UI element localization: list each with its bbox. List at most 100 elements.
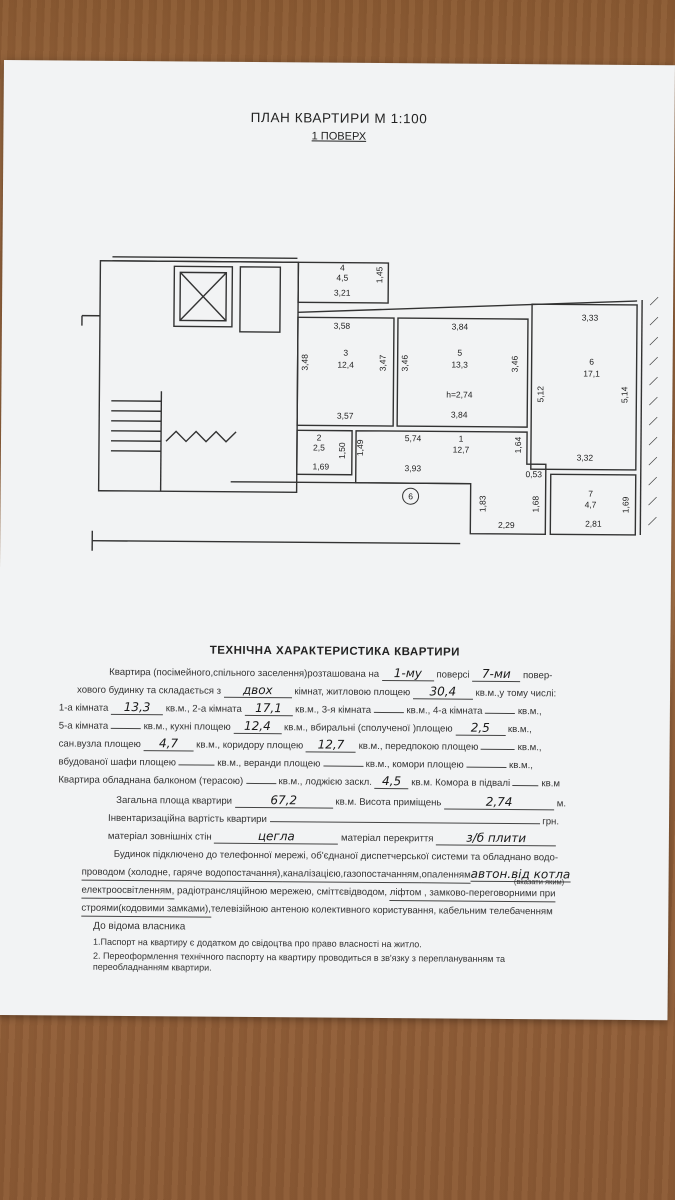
blank-line bbox=[269, 821, 540, 825]
elevator-shaft bbox=[173, 265, 234, 328]
total-area-value: 67,2 bbox=[234, 792, 333, 809]
room4-dim-width: 3,21 bbox=[334, 288, 351, 298]
floor-material-value: з/б плити bbox=[436, 830, 557, 847]
rooms-count-value: двох bbox=[223, 682, 292, 699]
wc-area-value: 2,5 bbox=[455, 720, 506, 736]
note-1: 1.Паспорт на квартиру є додатком до свід… bbox=[93, 936, 422, 950]
form-text: матеріал перекриття bbox=[340, 832, 434, 845]
kitchen-area-value: 12,4 bbox=[233, 718, 282, 735]
form-text: кв.м., передпокою площею bbox=[358, 740, 479, 753]
living-area-value: 30,4 bbox=[412, 684, 473, 700]
room6-number: 6 bbox=[589, 357, 594, 367]
form-text: матеріал зовнішніх стін bbox=[107, 830, 212, 843]
loggia-area-value: 4,5 bbox=[374, 773, 409, 790]
room1-dim-right: 1,64 bbox=[513, 436, 523, 453]
stairwell-block bbox=[97, 260, 300, 494]
room3-dim-bottom: 3,57 bbox=[337, 411, 354, 421]
form-text: кв.м., лоджією заскл. bbox=[278, 776, 372, 788]
form-text: кв.м., 3-я кімната bbox=[295, 704, 372, 716]
form-text: хового будинку та складається з bbox=[77, 684, 222, 697]
floors-total-value: 7-ми bbox=[472, 666, 521, 683]
form-text: кв.м., вбиральні (сполученої )площею bbox=[284, 722, 453, 735]
room5 bbox=[396, 317, 529, 428]
blank-line bbox=[110, 727, 141, 730]
form-text: кв.м., веранди площею bbox=[217, 757, 321, 770]
room4-dim-depth: 1,45 bbox=[374, 266, 384, 283]
form-text: радіотрансляційною мережею, сміттєвідвод… bbox=[176, 885, 388, 899]
room2-area: 2,5 bbox=[313, 442, 325, 452]
form-text: телевізійною антеною колективного корист… bbox=[210, 903, 553, 918]
floor-number-value: 1-му bbox=[381, 665, 434, 682]
room7-area: 4,7 bbox=[585, 500, 597, 510]
form-text: електроосвітленням, bbox=[81, 883, 175, 900]
blank-line bbox=[245, 782, 276, 785]
form-text: кв.м., bbox=[517, 706, 542, 718]
form-text: кв.м., кухні площею bbox=[143, 721, 231, 733]
room2-number: 2 bbox=[317, 432, 322, 442]
form-text: Загальна площа квартири bbox=[116, 794, 233, 807]
note-3: переобладнанням квартири. bbox=[92, 961, 212, 973]
floor-plan: 6 4 4,5 3,21 1,45 3,58 3 12,4 3,48 3,47 … bbox=[81, 256, 659, 551]
blank-line bbox=[485, 712, 516, 715]
document-sheet: ПЛАН КВАРТИРИ М 1:100 1 ПОВЕРХ bbox=[0, 60, 675, 1021]
room5-area: 13,3 bbox=[451, 360, 468, 370]
room3-number: 3 bbox=[343, 348, 348, 358]
room1-number: 1 bbox=[459, 434, 464, 444]
room1-dim-base: 2,29 bbox=[498, 520, 515, 530]
form-text: Квартира обладнана балконом (терасою) bbox=[58, 774, 244, 787]
bathroom-area-value: 4,7 bbox=[143, 736, 194, 752]
form-text: кв.м., bbox=[507, 723, 532, 736]
form-text: кв.м., коридору площею bbox=[196, 739, 304, 752]
form-text: строями(кодовими замками), bbox=[81, 901, 211, 918]
room5-dim-top: 3,84 bbox=[452, 322, 469, 332]
room6-dim-right: 5,14 bbox=[619, 386, 629, 403]
room3-dim-left: 3,48 bbox=[300, 354, 310, 371]
form-text: поверсі bbox=[436, 669, 470, 681]
room6 bbox=[530, 303, 638, 471]
room7 bbox=[549, 473, 637, 536]
form-text: кв.м., 2-а кімната bbox=[165, 703, 242, 715]
form-text: опаленням bbox=[421, 868, 471, 884]
form-text: проводом (холодне, гаряче водопостачання… bbox=[81, 865, 284, 883]
room1-area: 12,7 bbox=[453, 445, 470, 455]
room6-dim-bottom: 3,32 bbox=[577, 453, 594, 463]
room7-dim-bottom: 2,81 bbox=[585, 519, 602, 529]
room1-dim-bottom: 3,93 bbox=[404, 463, 421, 473]
room1-dim-left: 1,49 bbox=[355, 439, 365, 456]
form-text: грн. bbox=[542, 816, 560, 828]
form-text: кв.м bbox=[541, 778, 561, 790]
tech-form: Квартира (посімейного,спільного заселенн… bbox=[0, 663, 670, 932]
form-text: 5-а кімната bbox=[58, 720, 109, 732]
room5-dim-bottom: 3,84 bbox=[451, 410, 468, 420]
room6-dim-top: 3,33 bbox=[582, 313, 599, 323]
ceiling-height-value: 2,74 bbox=[444, 794, 555, 811]
form-text: кімнат, житловою площею bbox=[294, 686, 411, 699]
form-text: вбудованої шафи площею bbox=[58, 756, 177, 769]
owner-heading: До відома власника bbox=[93, 920, 186, 933]
corridor-area-value: 12,7 bbox=[305, 737, 357, 753]
room7-dim-side: 1,69 bbox=[620, 496, 630, 513]
room6-area: 17,1 bbox=[583, 369, 600, 379]
room7-number: 7 bbox=[588, 489, 593, 499]
form-text: Квартира (посімейного,спільного заселенн… bbox=[109, 666, 380, 680]
form-text: повер- bbox=[522, 670, 553, 682]
form-text: сан.вузла площею bbox=[58, 738, 141, 751]
room3-dim-right: 3,47 bbox=[378, 354, 388, 371]
room4-number: 4 bbox=[340, 263, 345, 273]
form-text: кв.м., комори площею bbox=[365, 758, 464, 771]
form-text: кв.м.,у тому числі: bbox=[475, 687, 557, 700]
room6-dim-left: 5,12 bbox=[535, 386, 545, 403]
wall-material-value: цегла bbox=[214, 828, 339, 845]
blank-line bbox=[466, 766, 507, 768]
blank-line bbox=[512, 785, 539, 787]
form-text: 1-а кімната bbox=[58, 702, 109, 714]
form-text: кв.м., bbox=[517, 742, 542, 754]
room5-dim-right: 3,46 bbox=[510, 355, 520, 372]
blank-line bbox=[322, 765, 363, 767]
blank-line bbox=[373, 711, 404, 714]
room5-height: h=2,74 bbox=[446, 389, 473, 399]
form-text: кв.м. Висота приміщень bbox=[335, 796, 442, 809]
room5-dim-left: 3,46 bbox=[400, 355, 410, 372]
room3 bbox=[296, 316, 395, 427]
room3-dim-top: 3,58 bbox=[334, 321, 351, 331]
